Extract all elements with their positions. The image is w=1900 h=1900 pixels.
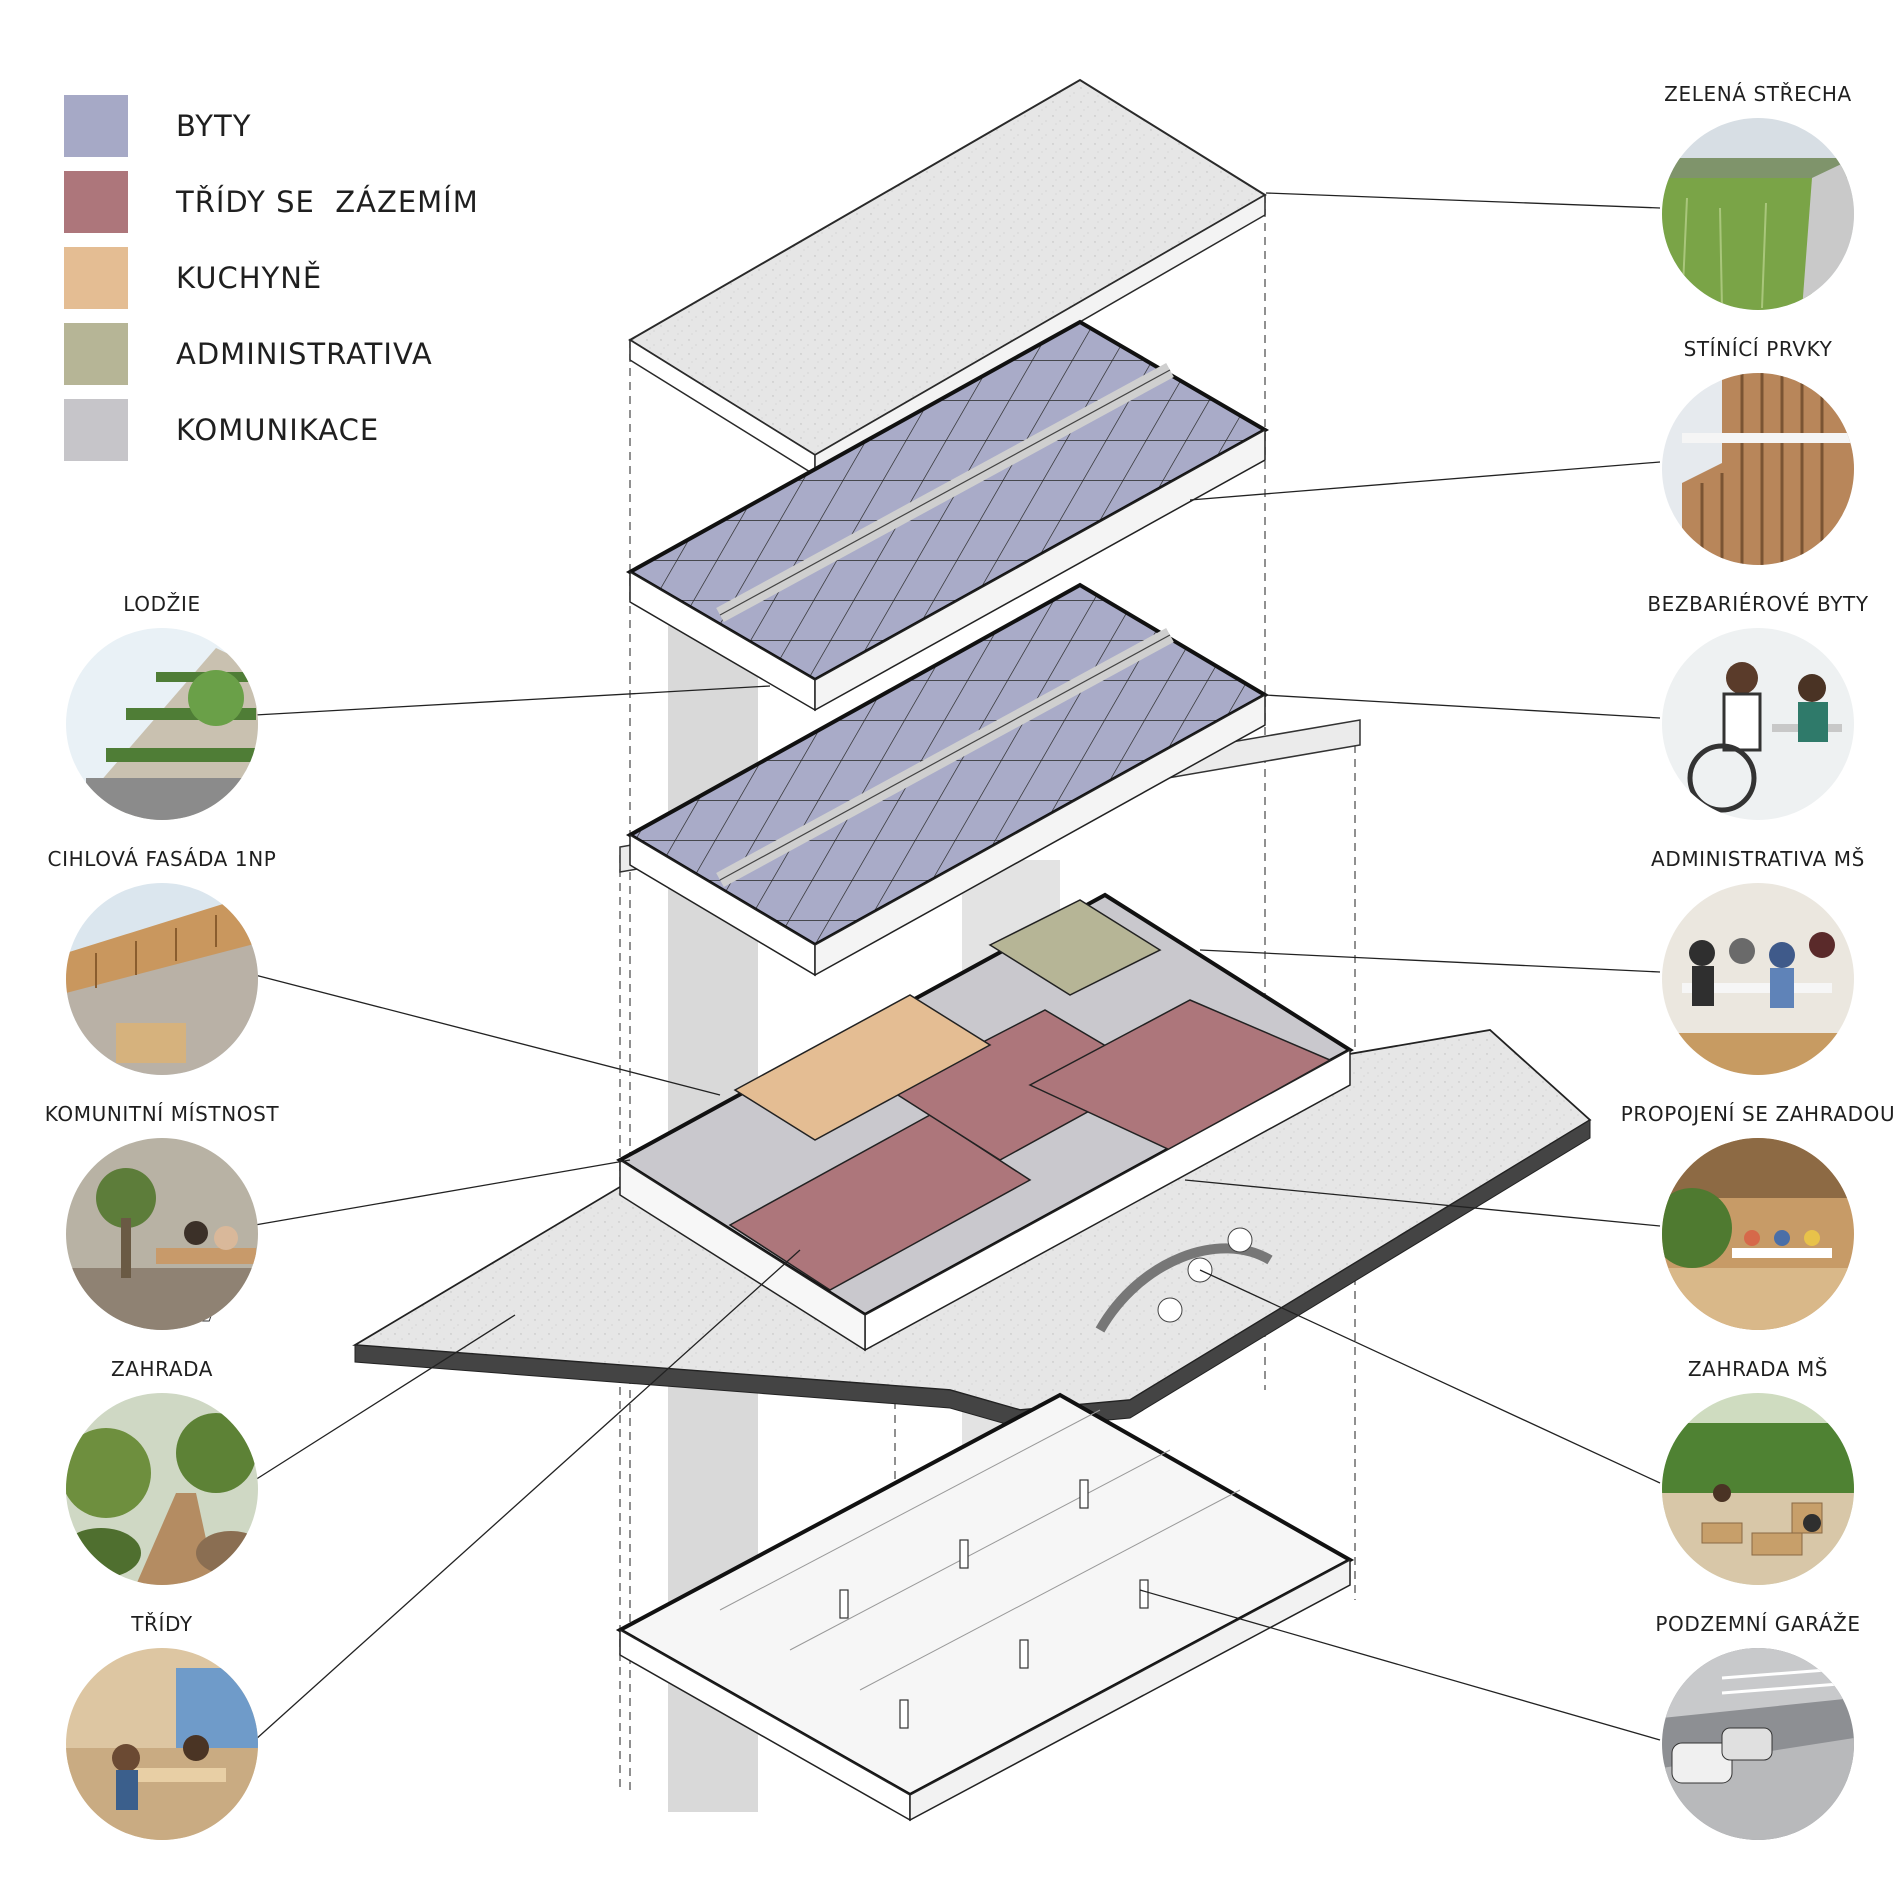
callout-title: CIHLOVÁ FASÁDA 1NP — [47, 847, 277, 871]
legend-item: BYTY — [64, 88, 479, 164]
legend-swatch — [64, 247, 128, 309]
kindergarten-garden-photo-icon — [1662, 1393, 1854, 1585]
callout-title: ZAHRADA MŠ — [1687, 1357, 1829, 1381]
callout-lodzie: LODŽIE — [62, 592, 262, 820]
callout-title: PROPOJENÍ SE ZAHRADOU — [1620, 1102, 1896, 1126]
callout-bezbarierove-byty: BEZBARIÉROVÉ BYTY — [1647, 592, 1868, 820]
callout-title: ZELENÁ STŘECHA — [1664, 82, 1852, 106]
community-room-photo-icon — [66, 1138, 258, 1330]
garden-photo-icon — [66, 1393, 258, 1585]
legend-label: TŘÍDY SE ZÁZEMÍM — [176, 185, 479, 219]
callout-cihlova-fasada: CIHLOVÁ FASÁDA 1NP — [48, 847, 276, 1075]
legend-item: ADMINISTRATIVA — [64, 316, 479, 392]
callout-zahrada-ms: ZAHRADA MŠ — [1658, 1357, 1858, 1585]
callout-title: LODŽIE — [123, 592, 201, 616]
garden-connection-photo-icon — [1662, 1138, 1854, 1330]
brick-facade-photo-icon — [66, 883, 258, 1075]
legend: BYTY TŘÍDY SE ZÁZEMÍM KUCHYNĚ ADMINISTRATIV… — [64, 88, 479, 468]
callout-propojeni-se-zahradou: PROPOJENÍ SE ZAHRADOU — [1621, 1102, 1895, 1330]
callout-tridy: TŘÍDY — [62, 1612, 262, 1840]
legend-swatch — [64, 323, 128, 385]
legend-item: KUCHYNĚ — [64, 240, 479, 316]
loggia-photo-icon — [66, 628, 258, 820]
callout-stinici-prvky: STÍNÍCÍ PRVKY — [1658, 337, 1858, 565]
callout-zelena-strecha: ZELENÁ STŘECHA — [1658, 82, 1858, 310]
callout-title: STÍNÍCÍ PRVKY — [1683, 337, 1833, 361]
callout-title: BEZBARIÉROVÉ BYTY — [1647, 592, 1869, 616]
ground-floor-kindergarten — [148, 892, 1592, 1429]
residential-floor-upper — [625, 319, 1270, 712]
kindergarten-admin-photo-icon — [1662, 883, 1854, 1075]
callout-title: TŘÍDY — [131, 1612, 193, 1636]
legend-label: ADMINISTRATIVA — [176, 337, 433, 371]
legend-swatch — [64, 95, 128, 157]
residential-floor-lower — [619, 582, 1361, 977]
callout-title: ADMINISTRATIVA MŠ — [1651, 847, 1865, 871]
callout-zahrada: ZAHRADA — [62, 1357, 262, 1585]
legend-swatch — [64, 399, 128, 461]
legend-label: BYTY — [176, 109, 252, 143]
leader-lines — [254, 192, 1661, 1741]
green-roof-photo-icon — [1662, 118, 1854, 310]
callout-title: KOMUNITNÍ MÍSTNOST — [44, 1102, 280, 1126]
callout-podzemni-garaze: PODZEMNÍ GARÁŽE — [1655, 1612, 1860, 1840]
legend-item: KOMUNIKACE — [64, 392, 479, 468]
shading-elements-photo-icon — [1662, 373, 1854, 565]
callout-title: PODZEMNÍ GARÁŽE — [1655, 1612, 1861, 1636]
underground-garage-photo-icon — [1662, 1648, 1854, 1840]
callout-administrativa-ms: ADMINISTRATIVA MŠ — [1651, 847, 1864, 1075]
underground-garage-floor — [615, 1392, 1355, 1822]
legend-label: KOMUNIKACE — [176, 413, 380, 447]
legend-item: TŘÍDY SE ZÁZEMÍM — [64, 164, 479, 240]
callout-komunitni-mistnost: KOMUNITNÍ MÍSTNOST — [45, 1102, 279, 1330]
classroom-photo-icon — [66, 1648, 258, 1840]
legend-swatch — [64, 171, 128, 233]
callout-title: ZAHRADA — [110, 1357, 214, 1381]
accessible-flats-photo-icon — [1662, 628, 1854, 820]
legend-label: KUCHYNĚ — [176, 261, 323, 295]
